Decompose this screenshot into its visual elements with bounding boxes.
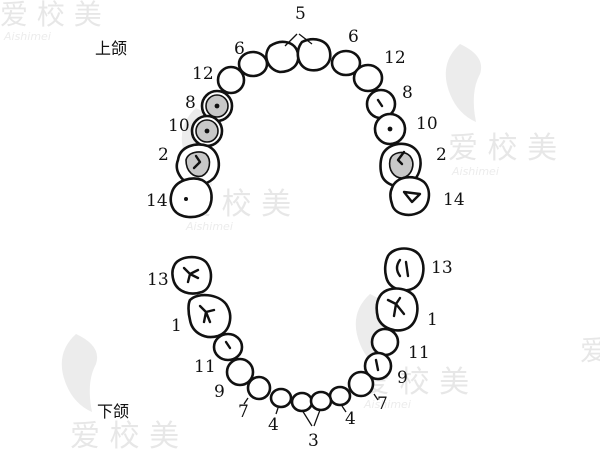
lower-tooth-lateral-left (269, 387, 293, 409)
lower-tooth-premolar1-left (225, 357, 255, 387)
upper-left-label-1: 6 (234, 39, 245, 59)
lower-tooth-canine-left (246, 375, 272, 401)
lower-tooth-canine-right (347, 370, 375, 398)
lower-right-label-6: 4 (345, 409, 356, 429)
upper-right-label-5: 2 (436, 145, 447, 165)
watermark-right-edge: 爱 校 美 (580, 334, 600, 367)
svg-text:爱 校 美: 爱 校 美 (0, 0, 102, 31)
lower-left-label-4: 9 (214, 382, 225, 402)
lower-arch (171, 247, 425, 427)
upper-right-label-1: 6 (348, 27, 359, 47)
lower-tooth-molar2-right (383, 247, 425, 292)
upper-tooth-central-left (265, 40, 300, 74)
upper-tooth-central-right (296, 38, 332, 72)
upper-jaw-label: 上颌 (95, 39, 127, 58)
svg-text:爱 校 美: 爱 校 美 (70, 419, 179, 452)
lower-left-label-5: 7 (238, 402, 249, 422)
lower-tooth-molar1-left (187, 293, 232, 339)
lower-tooth-premolar2-right (370, 327, 400, 357)
upper-tooth-lateral-right (330, 49, 362, 77)
upper-arch (169, 33, 431, 219)
upper-tooth-canine-left (216, 65, 246, 95)
lower-right-label-1: 13 (431, 258, 453, 278)
upper-label-top: 5 (295, 4, 306, 24)
upper-left-label-2: 12 (192, 64, 214, 84)
upper-tooth-lateral-left (237, 50, 269, 78)
watermark-top-left: 爱 校 美 Aishimei (0, 0, 102, 43)
svg-text:Aishimei: Aishimei (363, 398, 411, 411)
upper-right-label-4: 10 (416, 114, 438, 134)
lower-jaw-label: 下颌 (97, 402, 129, 421)
upper-right-label-3: 8 (402, 83, 413, 103)
svg-text:爱 校 美: 爱 校 美 (580, 334, 600, 367)
upper-right-label-2: 12 (384, 48, 406, 68)
upper-tooth-molar2-right (389, 175, 431, 217)
lower-label-bottom: 3 (308, 431, 319, 451)
upper-left-label-6: 14 (146, 191, 168, 211)
lower-left-label-6: 4 (268, 415, 279, 435)
upper-tooth-canine-right (352, 63, 384, 93)
svg-text:Aishimei: Aishimei (3, 30, 51, 43)
watermark-upper-right: 爱 校 美 Aishimei (445, 44, 557, 178)
svg-text:Aishimei: Aishimei (451, 165, 499, 178)
lower-tooth-central-right (309, 390, 333, 412)
watermark-bottom-left: 爱 校 美 (61, 334, 179, 452)
svg-text:爱 校 美: 爱 校 美 (448, 131, 557, 166)
lower-left-label-2: 1 (171, 316, 182, 336)
upper-left-label-4: 10 (168, 116, 190, 136)
lower-right-label-3: 11 (408, 343, 430, 363)
svg-text:Aishimei: Aishimei (185, 220, 233, 233)
lower-left-label-1: 13 (147, 270, 169, 290)
upper-left-label-3: 8 (185, 93, 196, 113)
lower-right-label-4: 9 (397, 368, 408, 388)
upper-right-label-6: 14 (443, 190, 465, 210)
upper-tooth-molar2-left (169, 177, 213, 219)
lower-right-label-2: 1 (427, 310, 438, 330)
lower-tooth-molar1-right (375, 287, 419, 332)
lower-tooth-lateral-right (328, 385, 352, 407)
upper-left-label-5: 2 (158, 145, 169, 165)
lower-right-label-5: 7 (377, 394, 388, 414)
lower-tooth-central-left (290, 391, 314, 413)
lower-left-label-3: 11 (194, 357, 216, 377)
